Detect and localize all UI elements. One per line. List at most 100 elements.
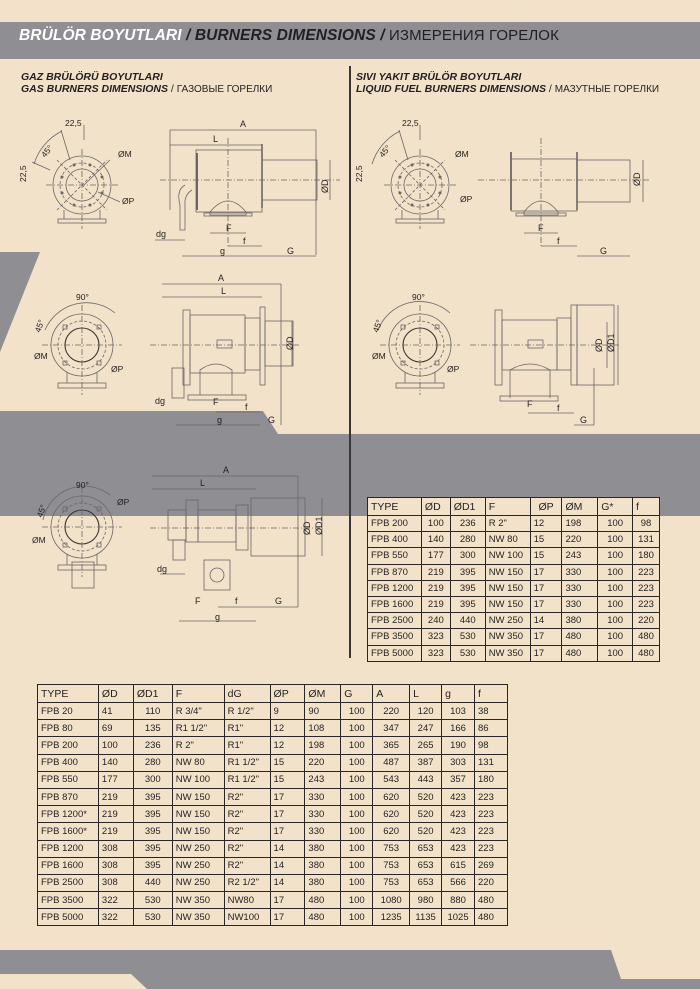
value-cell: 480 [304,891,342,910]
value-cell: R 2" [484,514,531,533]
value-cell: 520 [409,822,443,841]
value-cell: 308 [97,873,134,893]
section-divider [349,66,351,658]
value-cell: 380 [304,839,342,858]
value-cell: 380 [304,873,342,893]
value-cell: 220 [304,753,342,772]
value-cell: 480 [304,908,342,927]
value-cell: 395 [132,787,173,807]
value-cell: 300 [449,547,486,565]
value-cell: NW 100 [171,770,225,789]
value-cell: 330 [561,563,599,581]
value-cell: 223 [474,805,508,824]
value-cell: 330 [561,579,599,597]
footer-band [0,950,700,989]
value-cell: 219 [420,579,451,597]
value-cell: 395 [449,563,486,581]
value-cell: 100 [597,612,634,630]
type-cell: FPB 550 [367,547,422,565]
value-cell: 69 [97,719,134,738]
value-cell: 330 [304,822,342,841]
value-cell: 100 [340,753,374,772]
value-cell: 100 [97,736,134,755]
gas-burner-1-side-view [155,129,340,257]
value-cell: 530 [132,891,173,910]
value-cell: NW 250 [484,612,531,630]
svg-text:90°: 90° [76,480,89,490]
svg-text:45°: 45° [39,143,55,159]
gas-section-title: GAZ BRÜLÖRÜ BOYUTLARI GAS BURNERS DIMENS… [21,71,273,95]
value-cell: 440 [449,612,486,630]
value-cell: R 2" [171,736,225,755]
value-cell: 100 [597,644,634,662]
svg-text:ØM: ØM [118,149,132,159]
value-cell: 220 [474,873,508,893]
svg-text:f: f [557,236,560,246]
value-cell: 395 [449,595,486,614]
value-cell: 357 [441,770,476,789]
value-cell: 265 [409,736,443,755]
svg-text:G: G [580,415,587,425]
value-cell: 365 [372,736,411,755]
liquid-burner-2-front-view [377,301,461,396]
svg-text:L: L [213,134,218,144]
value-cell: 395 [132,856,173,875]
type-cell: FPB 400 [37,753,99,772]
value-cell: 90 [304,701,342,721]
value-cell: 620 [372,822,411,841]
gas-burner-2-front-view [41,302,123,396]
svg-text:45°: 45° [370,318,384,334]
value-cell: 198 [561,514,599,533]
value-cell: 15 [269,753,306,772]
header-band [0,22,700,59]
value-cell: 347 [372,719,411,738]
value-cell: 100 [340,736,374,755]
value-cell: 100 [340,770,374,789]
value-cell: NW 150 [484,595,531,614]
value-cell: R1 1/2" [223,770,271,789]
svg-text:ØP: ØP [447,364,460,374]
value-cell: 220 [632,612,660,630]
type-cell: FPB 1200 [37,839,99,858]
title-en: BURNERS DIMENSIONS [194,27,376,44]
svg-text:f: f [243,236,246,246]
value-cell: 17 [529,644,563,662]
svg-text:dg: dg [157,564,167,574]
value-cell: 100 [340,787,374,807]
svg-text:G: G [287,246,294,256]
type-cell: FPB 2500 [367,612,422,630]
svg-text:G: G [600,246,607,256]
value-cell: 100 [340,822,374,841]
value-cell: 38 [474,701,508,721]
page-title: BRÜLÖR BOYUTLARI / BURNERS DIMENSIONS / … [19,27,559,44]
value-cell: 15 [529,531,563,549]
value-cell: 17 [529,628,563,646]
type-cell: FPB 870 [367,563,422,581]
value-cell: R2" [223,805,271,824]
svg-text:A: A [240,119,246,129]
type-cell: FPB 2500 [37,873,99,893]
svg-text:ØM: ØM [34,351,48,361]
value-cell: NW80 [223,891,271,910]
value-cell: 100 [597,628,634,646]
value-cell: 330 [561,595,599,614]
value-cell: 243 [561,547,599,565]
value-cell: 308 [97,839,134,858]
value-cell: R 1/2" [223,701,271,721]
value-cell: 322 [97,891,134,910]
svg-text:dg: dg [156,229,166,239]
value-cell: 322 [97,908,134,927]
value-cell: 323 [420,628,451,646]
svg-text:L: L [221,286,226,296]
value-cell: 100 [597,579,634,597]
value-cell: 223 [632,563,660,581]
